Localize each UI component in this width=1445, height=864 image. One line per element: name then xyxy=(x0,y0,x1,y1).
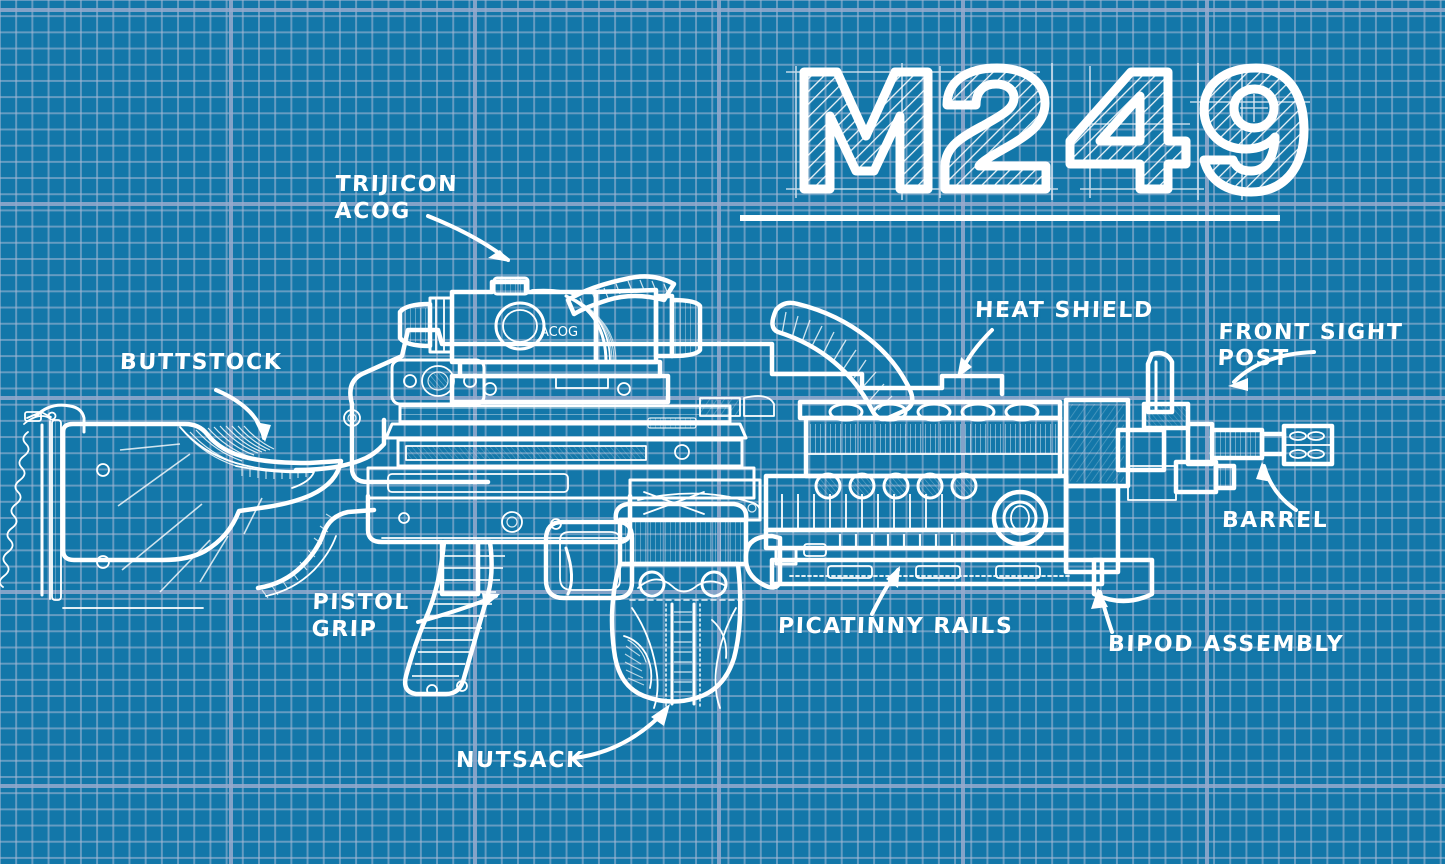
buttstock-group xyxy=(0,403,387,609)
pistol-grip-group xyxy=(402,539,505,697)
callout-barrel: BARREL xyxy=(1221,508,1329,533)
receiver-group xyxy=(343,327,1005,597)
title-underline xyxy=(740,215,1280,221)
front-sight-barrel-group xyxy=(1127,350,1335,501)
gas-block-bipod-group xyxy=(743,397,1167,604)
title-block xyxy=(740,58,1310,233)
heat-shield-group xyxy=(763,399,1069,551)
trigger-guard-group xyxy=(543,519,635,601)
title-m249 xyxy=(786,63,1310,200)
callout-bipod-assembly: BIPOD ASSEMBLY xyxy=(1107,632,1345,657)
callout-buttstock: BUTTSTOCK xyxy=(119,350,283,375)
callout-pistol-grip: PISTOL GRIP xyxy=(311,590,411,642)
callout-heat-shield: HEAT SHIELD xyxy=(974,298,1155,323)
callout-nutsack: NUTSACK xyxy=(455,748,586,773)
ammo-pouch-group xyxy=(609,501,749,709)
acog-scope-group: ACOG xyxy=(397,274,703,405)
callout-trijicon-acog: TRIJICON ACOG xyxy=(334,172,459,224)
callout-picatinny-rails: PICATINNY RAILS xyxy=(777,614,1014,639)
callout-front-sight-post: FRONT SIGHT POST xyxy=(1217,320,1404,371)
acog-brand-text: ACOG xyxy=(540,325,578,340)
